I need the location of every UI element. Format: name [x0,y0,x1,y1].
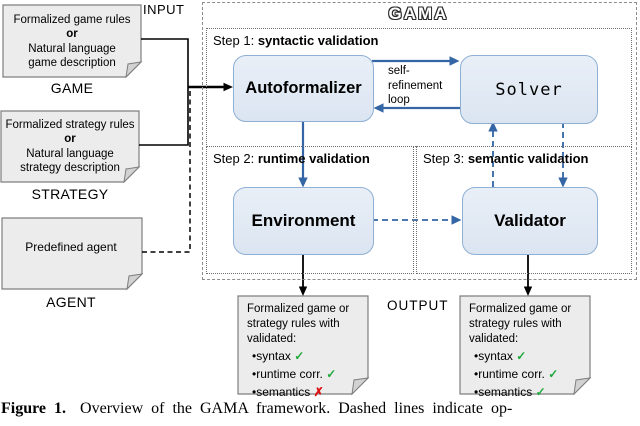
step1-label: Step 1: syntactic validation [213,33,379,48]
validation-item-semantics: •semantics ✓ [474,385,546,399]
strategy-doc-shape [0,110,141,184]
agent-dashed-connector [142,90,191,253]
figure-caption: Figure 1. Overview of the GAMA framework.… [1,400,639,418]
output-left-doc-text: Formalized game or strategy rules with v… [247,303,350,345]
output-right-validation-list: •syntax ✓ •runtime corr. ✓ •semantics ✓ [474,347,586,401]
step1-frame: Step 1: syntactic validation [206,28,632,147]
game-strategy-connector [139,38,189,146]
step2-label: Step 2: runtime validation [213,151,370,166]
game-doc-shape [2,4,143,79]
step3-frame: Step 3: semantic validation [416,146,632,274]
step2-frame: Step 2: runtime validation [206,146,414,274]
solver-node: Solver [460,55,598,124]
validation-item-syntax: •syntax ✓ [252,349,305,363]
environment-node: Environment [233,187,374,255]
strategy-doc-text: Formalized strategy rules or Natural lan… [5,119,135,175]
validation-item-syntax: •syntax ✓ [474,349,527,363]
agent-label: AGENT [46,294,96,310]
game-doc-text: Formalized game rules or Natural languag… [13,14,131,70]
step3-label: Step 3: semantic validation [423,151,589,166]
self-refinement-loop-label: self- refinement loop [388,65,443,107]
validator-node: Validator [462,187,598,255]
agent-doc-shape [1,217,144,291]
input-label: INPUT [143,2,185,17]
gama-title: GAMA [388,4,449,23]
output-right-doc-shape [459,295,592,396]
strategy-label: STRATEGY [31,186,109,202]
output-right-doc-text: Formalized game or strategy rules with v… [469,303,572,345]
autoformalizer-node: Autoformalizer [233,55,374,122]
validation-item-semantics: •semantics ✗ [252,385,324,399]
caption-text: Overview of the GAMA framework. Dashed l… [80,400,513,417]
game-label: GAME [50,80,94,96]
validation-item-runtime: •runtime corr. ✓ [474,367,559,381]
agent-doc-text: Predefined agent [25,240,117,254]
validation-item-runtime: •runtime corr. ✓ [252,367,337,381]
output-label: OUTPUT [387,298,449,313]
gama-frame [202,2,637,280]
output-left-validation-list: •syntax ✓ •runtime corr. ✓ •semantics ✗ [252,347,364,401]
figure-number: Figure 1. [1,400,67,417]
output-left-doc-shape [237,295,370,396]
